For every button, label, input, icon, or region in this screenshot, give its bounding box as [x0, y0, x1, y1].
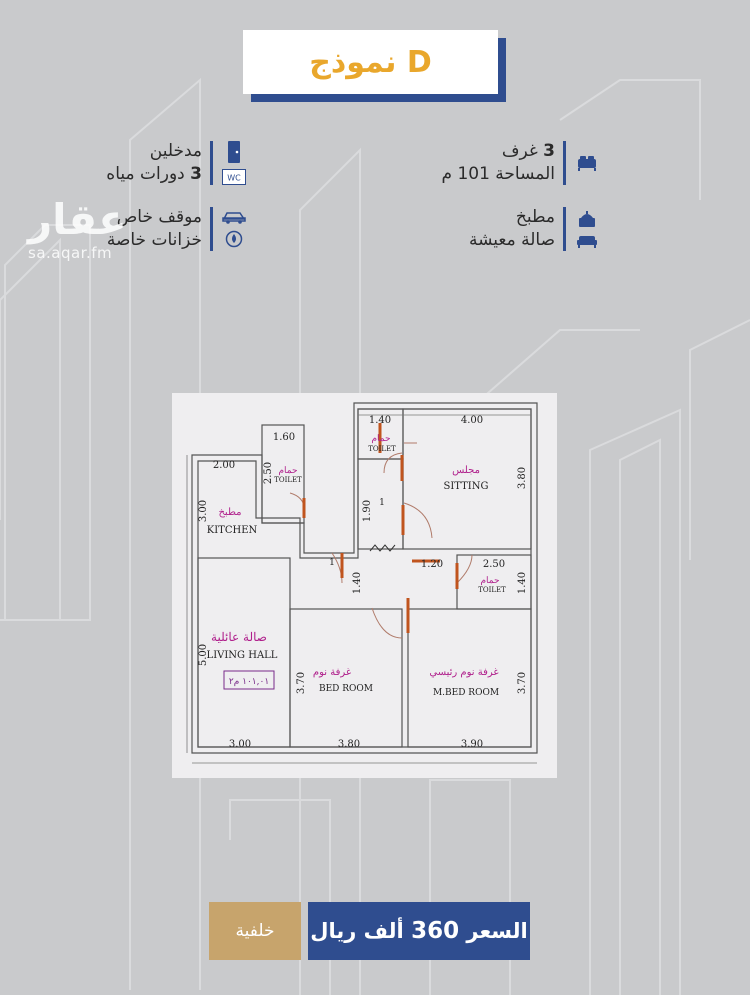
aqar-url: sa.aqar.fm — [28, 244, 113, 262]
floor-plan-drawing: 1.40 4.00 1.60 2.00 2.50 3.00 1.90 3.80 … — [186, 402, 538, 764]
living-plan-label: LIVING HALL — [207, 650, 278, 661]
background-button-label: خلفية — [235, 921, 275, 941]
toilet-label-2: TOILET — [368, 445, 396, 453]
rooms-label: غرف — [501, 141, 538, 161]
area-label: المساحة 101 م — [441, 164, 556, 184]
feature-kitchen: مطبخ صالة معيشة — [469, 206, 600, 252]
toilet-label-3: TOILET — [478, 586, 506, 594]
toilets-label: دورات مياه — [106, 164, 185, 184]
dim-1-90: 1.90 — [362, 500, 373, 522]
dim-3-90: 3.90 — [461, 739, 483, 750]
toilets-count: 3 — [190, 164, 202, 184]
toilet-ar-label-3: حمام — [480, 576, 499, 586]
wc-icon: WC — [222, 169, 246, 185]
dim-5-00: 5.00 — [198, 644, 209, 666]
aqar-watermark: عقار sa.aqar.fm — [28, 195, 127, 263]
plan-mark-2: 1 — [379, 498, 385, 508]
sitting-label: SITTING — [443, 481, 488, 492]
kitchen-ar-label: مطبخ — [218, 507, 241, 518]
toilet-label-1: TOILET — [274, 476, 302, 484]
dim-1-60: 1.60 — [273, 432, 295, 443]
living-label: صالة معيشة — [468, 230, 555, 250]
bed-ar-label: غرفة نوم — [313, 667, 351, 678]
dim-3-00-a: 3.00 — [198, 500, 209, 522]
bed-plan-label: BED ROOM — [319, 684, 373, 694]
price-prefix: السعر — [466, 919, 528, 943]
rooms-count: 3 — [543, 141, 555, 161]
dim-3-70-a: 3.70 — [296, 672, 307, 694]
entrances-label: مدخلين — [149, 141, 202, 161]
parking-label: موقف خاص — [116, 207, 202, 227]
mbed-ar-label: غرفة نوم رئيسي — [429, 667, 498, 678]
dim-2-50-a: 2.50 — [263, 462, 274, 484]
kitchen-icon — [579, 211, 595, 227]
dim-3-70-b: 3.70 — [517, 672, 528, 694]
svg-text:WC: WC — [227, 174, 241, 183]
dim-1-40-top: 1.40 — [369, 415, 391, 426]
dim-2-00: 2.00 — [213, 460, 235, 471]
tanks-label: خزانات خاصة — [106, 230, 202, 250]
bed-icon — [574, 154, 600, 172]
background-button[interactable]: خلفية — [209, 902, 301, 960]
plan-mark-1: 1 — [329, 558, 335, 568]
toilet-ar-label-1: حمام — [278, 466, 297, 476]
price-button[interactable]: السعر 360 ألف ريال — [308, 902, 530, 960]
dim-1-40-right: 1.40 — [517, 572, 528, 594]
dim-2-50-b: 2.50 — [483, 559, 505, 570]
living-ar-label: صالة عائلية — [211, 630, 267, 644]
area-note: ١٠١,٠١ م٢ — [229, 677, 269, 687]
car-icon — [222, 212, 246, 224]
sitting-ar-label: مجلس — [452, 465, 480, 476]
feature-parking: موقف خاص خزانات خاصة — [107, 206, 247, 252]
floor-plan: 1.40 4.00 1.60 2.00 2.50 3.00 1.90 3.80 … — [172, 393, 557, 778]
dim-1-20: 1.20 — [421, 559, 443, 570]
dim-3-80-b: 3.80 — [338, 739, 360, 750]
aqar-logo: عقار — [28, 195, 127, 244]
sofa-icon — [577, 236, 597, 248]
dim-1-40-mid: 1.40 — [352, 572, 363, 594]
dim-3-80-a: 3.80 — [517, 467, 528, 489]
dim-3-00-b: 3.00 — [229, 739, 251, 750]
kitchen-plan-label: KITCHEN — [207, 525, 258, 536]
model-title: نموذج D — [309, 44, 432, 80]
water-tank-icon — [225, 230, 243, 248]
dim-4-00: 4.00 — [461, 415, 483, 426]
door-icon — [228, 141, 240, 163]
feature-entrances: WC مدخلين 3 دورات مياه — [106, 140, 247, 186]
feature-rooms: 3 غرف المساحة 101 م — [442, 140, 601, 186]
mbed-plan-label: M.BED ROOM — [433, 688, 499, 698]
price-value: 360 — [411, 918, 460, 944]
toilet-ar-label-2: حمام — [371, 434, 390, 444]
kitchen-label: مطبخ — [515, 207, 555, 227]
model-title-card: نموذج D — [243, 30, 498, 94]
price-suffix: ألف ريال — [310, 919, 404, 943]
